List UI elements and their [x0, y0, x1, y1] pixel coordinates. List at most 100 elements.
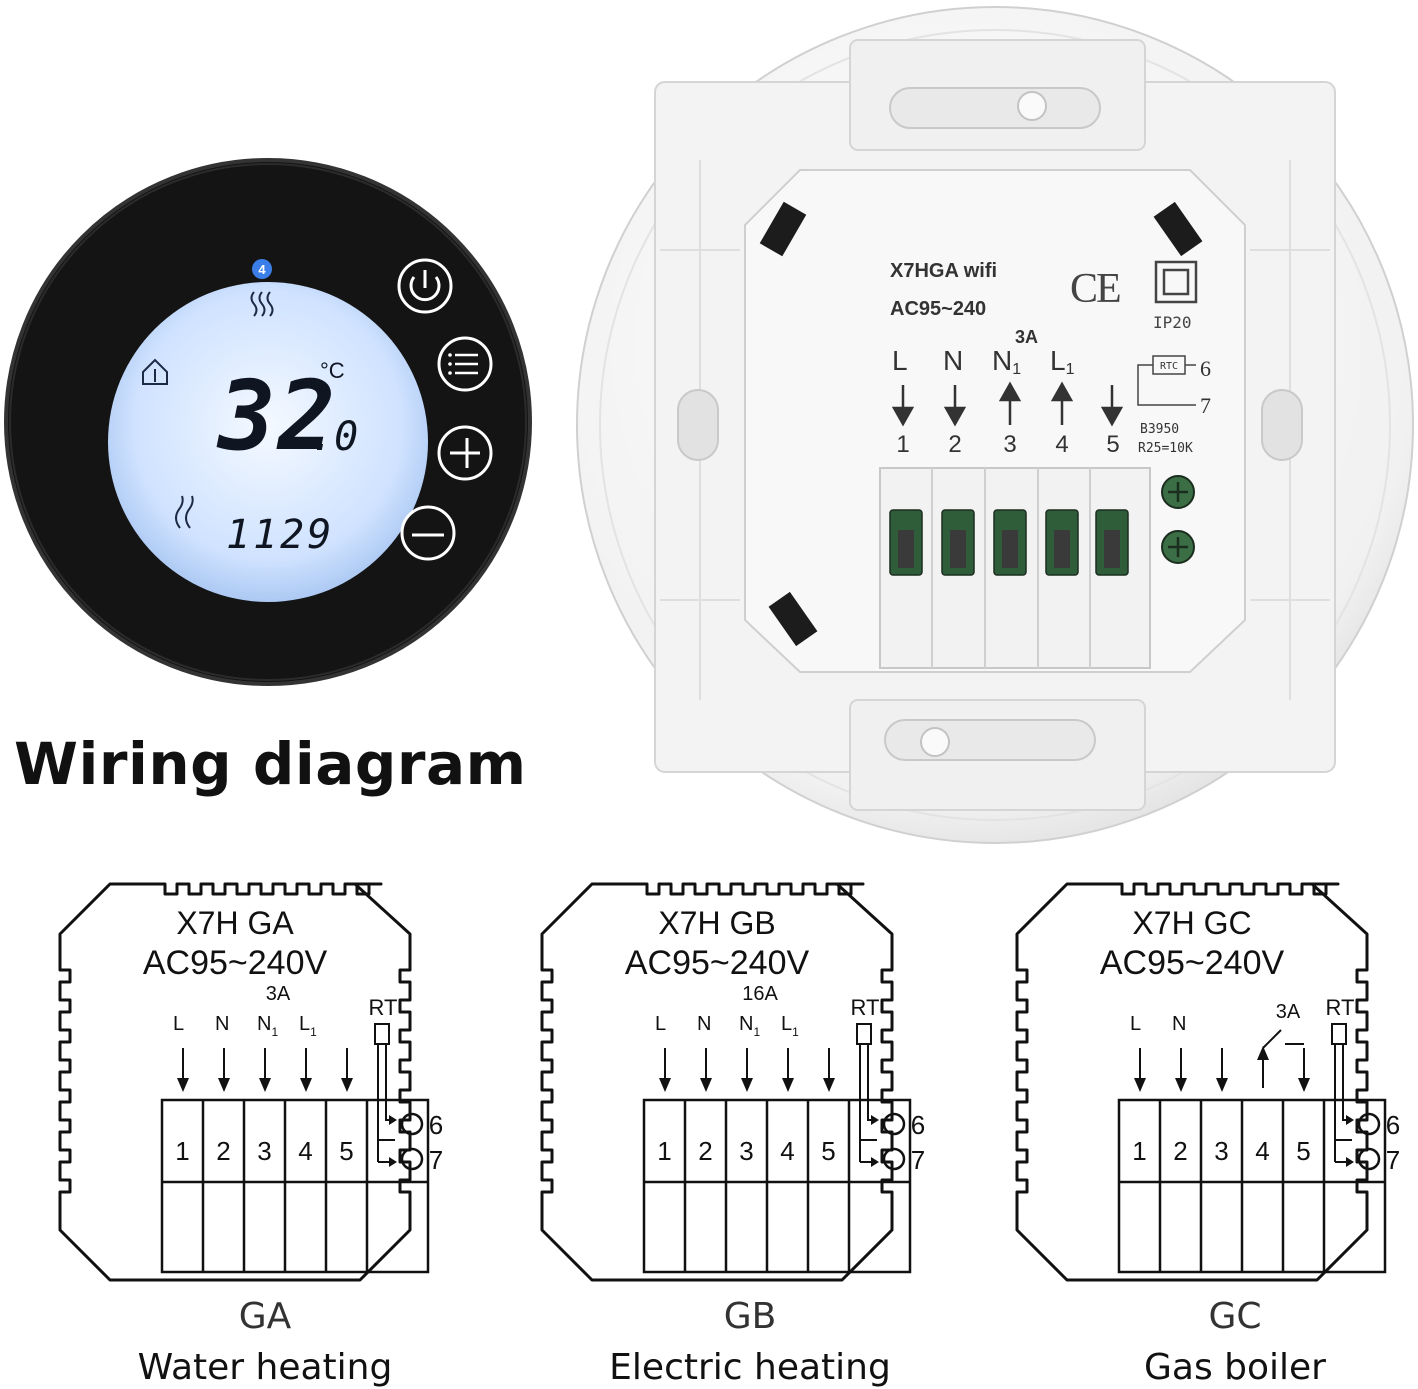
module-model: X7HGA wifi — [890, 260, 997, 282]
terminal-block — [1117, 1098, 1387, 1274]
terminal-number-1: 1 — [657, 1136, 671, 1166]
diagram-label-n: N — [215, 1013, 229, 1035]
diagram-pin-7: 7 — [1386, 1145, 1400, 1175]
diagram-label-n1: N1 — [739, 1013, 760, 1039]
lcd-screen — [108, 282, 428, 602]
terminal-number-3: 3 — [257, 1136, 271, 1166]
product-illustration: 4 32 .0 °C 1129 — [4, 6, 1414, 844]
pin-7-icon — [882, 1147, 906, 1171]
module-current: 3A — [1015, 327, 1038, 347]
house-icon — [142, 358, 168, 385]
diagram-label-l1: L1 — [781, 1013, 799, 1039]
arrow-down-icon — [823, 1048, 835, 1092]
caption-code-gb: GB — [723, 1296, 777, 1337]
thermostat-back: X7HGA wifi AC95~240 3A CE IP20 L N N1 L1… — [576, 6, 1414, 844]
plus-button[interactable] — [437, 425, 493, 481]
caption-gc: GC Gas boiler — [1035, 1296, 1418, 1388]
temperature-decimal: .0 — [310, 414, 358, 460]
terminal-number-5: 5 — [1296, 1136, 1310, 1166]
diagram-current: 16A — [742, 983, 778, 1005]
terminal-number-4: 4 — [1255, 1136, 1269, 1166]
caption-ga: GA Water heating — [70, 1296, 460, 1388]
terminal-block — [160, 1098, 430, 1274]
rtc-pin-6: 6 — [1200, 356, 1211, 381]
arrow-down-icon — [1216, 1048, 1228, 1092]
caption-gb: GB Electric heating — [550, 1296, 950, 1388]
pin-6-icon — [1357, 1112, 1381, 1136]
rtc-pin-7: 7 — [1200, 393, 1211, 418]
diagram-rt-label: RT — [369, 995, 398, 1020]
arrow-down-icon — [177, 1048, 189, 1092]
caption-name-gc: Gas boiler — [1144, 1347, 1326, 1388]
module-terminal-5: 5 — [1106, 431, 1119, 458]
screw-icon — [1161, 475, 1195, 564]
ip-rating-icon — [1154, 260, 1198, 304]
terminal-number-3: 3 — [1214, 1136, 1228, 1166]
pin-6-icon — [400, 1112, 424, 1136]
module-terminal-numbers: 1 2 3 4 5 — [896, 431, 1119, 458]
terminal-number-4: 4 — [780, 1136, 794, 1166]
diagram-label-n: N — [1172, 1013, 1186, 1035]
terminal-number-5: 5 — [339, 1136, 353, 1166]
caption-name-gb: Electric heating — [609, 1347, 891, 1388]
pin-7-icon — [400, 1147, 424, 1171]
module-voltage: AC95~240 — [890, 298, 986, 320]
diagram-outline — [540, 882, 894, 1282]
terminal-number-2: 2 — [216, 1136, 230, 1166]
diagram-outline — [58, 882, 412, 1282]
arrow-down-icon — [1175, 1048, 1187, 1092]
terminal-number-2: 2 — [1173, 1136, 1187, 1166]
diagram-label-l: L — [655, 1013, 666, 1035]
diagram-model: X7H GB — [658, 905, 775, 941]
arrow-down-icon — [782, 1048, 794, 1092]
diagram-rt-label: RT — [1326, 995, 1355, 1020]
module-terminal-4: 4 — [1055, 431, 1068, 458]
pin-7-icon — [1357, 1147, 1381, 1171]
rt-sensor-icon — [1331, 1023, 1347, 1045]
arrow-down-icon — [741, 1048, 753, 1092]
mount-slot-bottom — [884, 719, 1096, 761]
terminal-block — [879, 467, 1195, 669]
arrow-down-icon — [259, 1048, 271, 1092]
mode-badge-icon — [252, 259, 272, 279]
flame-icon — [175, 495, 194, 529]
diagram-pin-7: 7 — [429, 1145, 443, 1175]
temperature-readout: 32 — [216, 360, 338, 472]
arrow-down-icon — [341, 1048, 353, 1092]
sensor-r-value: R25=10K — [1138, 441, 1193, 456]
rt-sensor-icon — [856, 1023, 872, 1045]
diagram-rt-label: RT — [851, 995, 880, 1020]
module-terminal-2: 2 — [948, 431, 961, 458]
diagram-pin-7: 7 — [911, 1145, 925, 1175]
module-label-l: L — [892, 345, 908, 376]
pin-6-icon — [882, 1112, 906, 1136]
power-button[interactable] — [397, 258, 453, 314]
temperature-unit: °C — [320, 358, 345, 383]
terminal-number-2: 2 — [698, 1136, 712, 1166]
diagram-pin-6: 6 — [1386, 1110, 1400, 1140]
terminal-number-3: 3 — [739, 1136, 753, 1166]
module-terminal-1: 1 — [896, 431, 909, 458]
rt-sensor-icon — [374, 1023, 390, 1045]
arrow-down-icon — [1298, 1048, 1310, 1092]
terminal-number-4: 4 — [298, 1136, 312, 1166]
terminal-number-1: 1 — [175, 1136, 189, 1166]
diagram-pin-6: 6 — [429, 1110, 443, 1140]
terminal-block — [642, 1098, 912, 1274]
diagram-voltage: AC95~240V — [625, 944, 810, 982]
terminal-number-1: 1 — [1132, 1136, 1146, 1166]
module-terminal-labels: L N N1 L1 — [892, 345, 1075, 378]
heating-waves-icon — [250, 291, 274, 317]
menu-button[interactable] — [437, 336, 493, 392]
sensor-b-value: B3950 — [1140, 422, 1179, 437]
rtc-label: RTC — [1160, 361, 1178, 372]
ip-rating: IP20 — [1153, 313, 1192, 332]
diagram-current: 3A — [266, 983, 291, 1005]
module-label-n1: N1 — [992, 345, 1021, 378]
thermostat-front: 4 32 .0 °C 1129 — [4, 158, 532, 686]
ce-mark: CE — [1070, 266, 1120, 312]
minus-button[interactable] — [400, 505, 456, 561]
